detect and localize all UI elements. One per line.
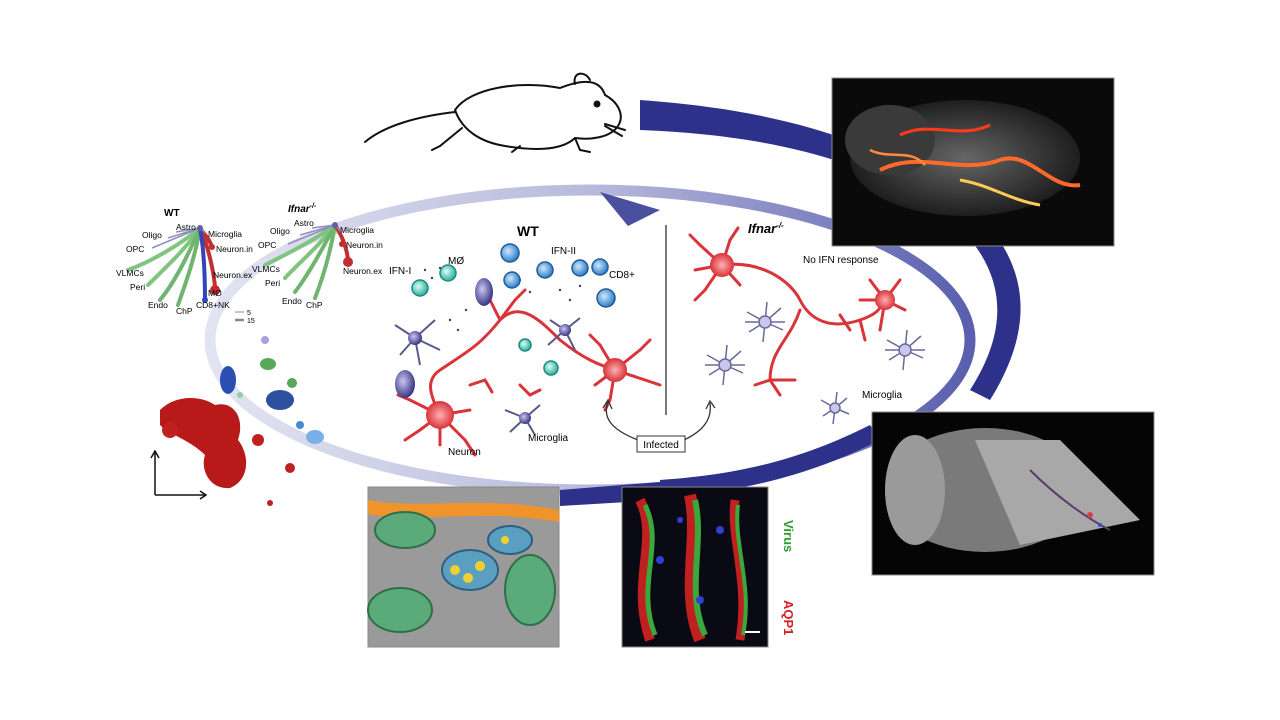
ko-neuron bbox=[688, 226, 907, 397]
ifnar-lineage-tree: Ifnar-/- Astro Oligo OPC Microglia Neuro… bbox=[252, 203, 383, 310]
brain-slice-image bbox=[871, 411, 1155, 576]
wt-panel-title: WT bbox=[517, 223, 539, 239]
wt-tree-title: WT bbox=[164, 208, 180, 219]
ko-tree-label: Neuron.in bbox=[346, 240, 383, 250]
ifn2-label: IFN-II bbox=[551, 246, 576, 257]
wt-tree-label: CD8+NK bbox=[196, 300, 230, 310]
wt-tree-label: OPC bbox=[126, 244, 144, 254]
wt-tree-label: MØ bbox=[208, 288, 222, 298]
wt-tree-label: Endo bbox=[148, 300, 168, 310]
ko-panel: Ifnar-/- No IFN response bbox=[688, 221, 925, 425]
ko-panel-title: Ifnar-/- bbox=[748, 221, 784, 236]
infected-label: Infected bbox=[643, 440, 679, 451]
wt-tree-label: Microglia bbox=[208, 229, 242, 239]
ko-microglia-label: Microglia bbox=[862, 390, 902, 401]
ko-tree-label: Neuron.ex bbox=[343, 266, 383, 276]
wt-neuron-soma bbox=[426, 401, 454, 429]
wt-tree-label: Neuron.ex bbox=[213, 270, 253, 280]
umap-plot bbox=[160, 336, 324, 506]
wt-tree-label: Neuron.in bbox=[216, 244, 253, 254]
ko-neuron-soma bbox=[710, 253, 734, 277]
scale-legend-small: 5 bbox=[247, 310, 251, 317]
ko-tree-title: Ifnar-/- bbox=[288, 203, 317, 215]
mo-label: MØ bbox=[448, 256, 464, 267]
ko-tree-label: OPC bbox=[258, 240, 276, 250]
wt-tree-label: Astro bbox=[176, 222, 196, 232]
wt-neuron-soma bbox=[603, 358, 627, 382]
wt-lineage-tree: WT Astro Oligo OPC Microglia Neuron.in N… bbox=[116, 208, 255, 325]
fluorescence-micrograph bbox=[621, 486, 769, 648]
umap-axes bbox=[150, 449, 208, 500]
ko-tree-label: ChP bbox=[306, 300, 323, 310]
wt-microglia-label: Microglia bbox=[528, 433, 568, 444]
mouse-illustration bbox=[364, 72, 626, 153]
ko-neuron-soma bbox=[875, 290, 895, 310]
ko-tree-label: VLMCs bbox=[252, 264, 280, 274]
virus-label: Virus bbox=[781, 520, 796, 552]
brain-3d-image bbox=[831, 77, 1115, 247]
wt-tree-label: Oligo bbox=[142, 230, 162, 240]
aqp1-label: AQP1 bbox=[781, 600, 796, 635]
wt-tree-label: Peri bbox=[130, 282, 145, 292]
infected-indicator: Infected bbox=[602, 398, 716, 453]
cd8-cells bbox=[500, 243, 616, 308]
em-micrograph bbox=[367, 486, 560, 648]
ko-microglia bbox=[705, 301, 925, 425]
ko-tree-label: Microglia bbox=[340, 225, 374, 235]
wt-tree-label: ChP bbox=[176, 306, 193, 316]
ko-tree-label: Endo bbox=[282, 296, 302, 306]
wt-microglia bbox=[394, 278, 581, 436]
ko-tree-label: Oligo bbox=[270, 226, 290, 236]
ifn1-label: IFN-I bbox=[389, 266, 411, 277]
wt-panel: WT bbox=[389, 223, 662, 458]
cd8-label: CD8+ bbox=[609, 270, 635, 281]
macrophages bbox=[411, 264, 559, 376]
ko-tree-label: Astro bbox=[294, 218, 314, 228]
wt-tree-label: VLMCs bbox=[116, 268, 144, 278]
scale-legend-large: 15 bbox=[247, 318, 255, 325]
no-ifn-response-label: No IFN response bbox=[803, 255, 879, 266]
ko-tree-label: Peri bbox=[265, 278, 280, 288]
neuron-label: Neuron bbox=[448, 447, 481, 458]
